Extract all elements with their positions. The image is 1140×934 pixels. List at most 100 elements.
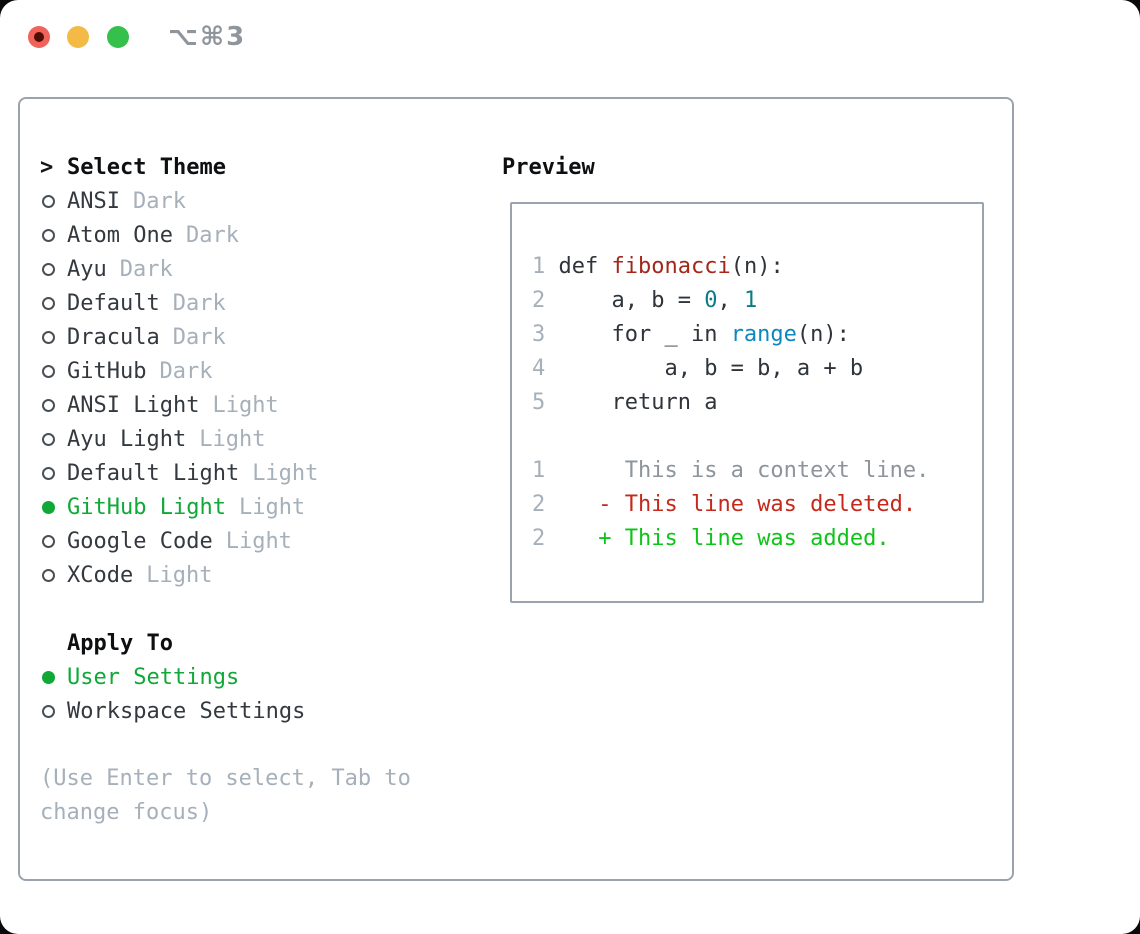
radio-icon <box>40 398 67 412</box>
code-token-code <box>559 492 599 517</box>
line-number: 2 <box>532 492 559 517</box>
code-line: 2 - This line was deleted. <box>532 488 929 522</box>
line-number: 2 <box>532 526 559 551</box>
code-token-fn: fibonacci <box>611 254 731 279</box>
code-line: 5 return a <box>532 386 929 420</box>
theme-option-label: Default Light <box>67 460 240 486</box>
line-number: 2 <box>532 288 559 313</box>
code-token-bi: range <box>730 322 797 347</box>
radio-icon <box>40 364 67 378</box>
select-theme-label: Select Theme <box>67 154 226 180</box>
code-line: 4 a, b = b, a + b <box>532 352 929 386</box>
code-token-code: a, b = <box>558 288 705 313</box>
focus-chevron-icon: > <box>40 154 54 180</box>
code-token-num: 0 <box>704 288 718 313</box>
theme-variant-tag: Dark <box>119 256 173 282</box>
code-line: 2 + This line was added. <box>532 522 929 556</box>
theme-variant-tag: Dark <box>172 324 226 350</box>
theme-option-label: Ayu <box>67 256 107 282</box>
theme-variant-tag: Dark <box>132 188 186 214</box>
code-token-ctx: This is a context line. <box>558 458 930 483</box>
radio-selected-icon <box>40 670 67 684</box>
close-button[interactable] <box>28 26 50 48</box>
theme-variant-tag: Light <box>252 460 319 486</box>
theme-option-label: Ayu Light <box>67 426 187 452</box>
apply-option-label: Workspace Settings <box>67 698 306 724</box>
window-title: ⌥⌘3 <box>168 22 247 52</box>
code-token-code: (n): <box>796 322 850 347</box>
theme-variant-tag: Dark <box>159 358 213 384</box>
theme-option-label: GitHub <box>67 358 147 384</box>
radio-icon <box>40 568 67 582</box>
apply-option-workspace-settings[interactable]: Workspace Settings <box>40 694 480 728</box>
code-line: 3 for _ in range(n): <box>532 318 929 352</box>
radio-icon <box>40 704 67 718</box>
code-token-code: , <box>717 288 744 313</box>
radio-icon <box>40 262 67 276</box>
select-theme-header: > Select Theme <box>40 150 480 184</box>
theme-variant-tag: Light <box>199 426 266 452</box>
theme-option-atom-one[interactable]: Atom One Dark <box>40 218 480 252</box>
code-token-code: def <box>558 254 612 279</box>
theme-option-ayu[interactable]: Ayu Dark <box>40 252 480 286</box>
code-line: 1 def fibonacci(n): <box>532 250 929 284</box>
theme-variant-tag: Light <box>146 562 213 588</box>
code-token-num: 1 <box>743 288 758 313</box>
line-number: 1 <box>532 254 559 279</box>
apply-to-header: Apply To <box>40 626 480 660</box>
line-number: 4 <box>532 356 559 381</box>
theme-option-xcode[interactable]: XCode Light <box>40 558 480 592</box>
theme-option-default[interactable]: Default Dark <box>40 286 480 320</box>
radio-icon <box>40 466 67 480</box>
apply-option-label: User Settings <box>67 664 240 690</box>
theme-option-label: Default <box>67 290 160 316</box>
theme-option-default-light[interactable]: Default Light Light <box>40 456 480 490</box>
code-token-code: return a <box>558 390 718 415</box>
theme-variant-tag: Light <box>212 392 279 418</box>
apply-option-user-settings[interactable]: User Settings <box>40 660 480 694</box>
theme-variant-tag: Light <box>238 494 306 520</box>
keyboard-hint: (Use Enter to select, Tab to change focu… <box>40 766 411 825</box>
theme-option-github[interactable]: GitHub Dark <box>40 354 480 388</box>
radio-selected-icon <box>40 500 67 514</box>
code-line: 2 a, b = 0, 1 <box>532 284 929 318</box>
theme-option-github-light[interactable]: GitHub Light Light <box>40 490 480 524</box>
window-titlebar: ⌥⌘3 <box>0 0 1140 74</box>
code-token-code: a, b = b, a + b <box>558 356 864 381</box>
code-token-add: + This line was added. <box>598 526 890 551</box>
minimize-button[interactable] <box>67 26 89 48</box>
theme-variant-tag: Dark <box>185 222 239 248</box>
line-number: 1 <box>532 458 559 483</box>
code-token-code: (n): <box>730 254 784 279</box>
line-number: 5 <box>532 390 559 415</box>
zoom-button[interactable] <box>107 26 129 48</box>
theme-option-label: ANSI <box>67 188 120 214</box>
theme-option-ansi-light[interactable]: ANSI Light Light <box>40 388 480 422</box>
radio-icon <box>40 228 67 242</box>
theme-option-label: Dracula <box>67 324 160 350</box>
theme-option-label: Atom One <box>67 222 173 248</box>
code-token-del: - This line was deleted. <box>598 492 917 517</box>
theme-option-label: ANSI Light <box>67 392 200 418</box>
theme-option-ansi[interactable]: ANSI Dark <box>40 184 480 218</box>
theme-option-label: Google Code <box>67 528 213 554</box>
theme-variant-tag: Dark <box>172 290 226 316</box>
theme-option-dracula[interactable]: Dracula Dark <box>40 320 480 354</box>
theme-option-ayu-light[interactable]: Ayu Light Light <box>40 422 480 456</box>
radio-icon <box>40 296 67 310</box>
spacer <box>40 728 480 762</box>
radio-icon <box>40 432 67 446</box>
theme-option-label: XCode <box>67 562 134 588</box>
radio-icon <box>40 534 67 548</box>
theme-option-label: GitHub Light <box>67 494 226 520</box>
radio-icon <box>40 330 67 344</box>
code-token-code <box>559 526 599 551</box>
spacer <box>40 592 480 626</box>
